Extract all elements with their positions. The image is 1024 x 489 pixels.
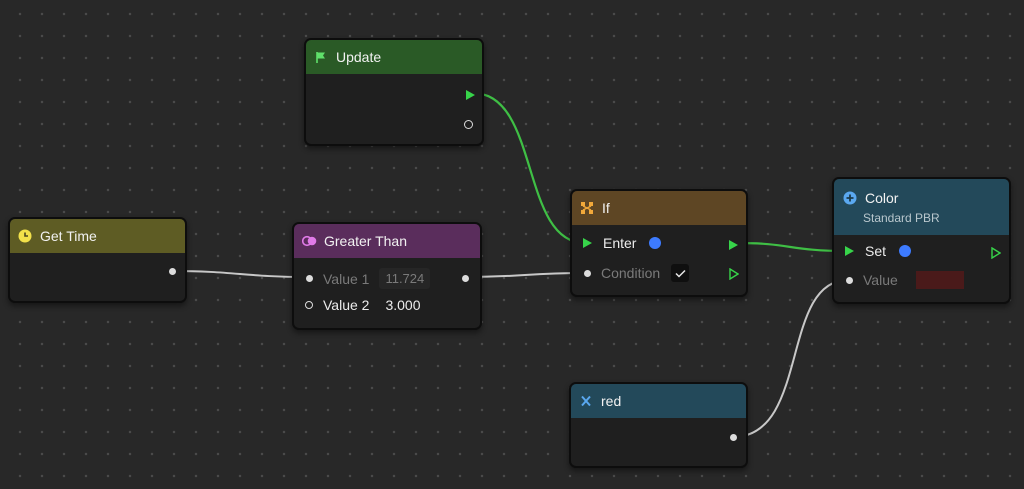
- flow-wire-if-to-color[interactable]: [737, 241, 848, 253]
- checkmark-icon: [675, 269, 686, 278]
- greater-than-value2-port[interactable]: [305, 301, 313, 309]
- update-node[interactable]: Update: [304, 38, 484, 146]
- variable-red-node[interactable]: red: [569, 382, 748, 468]
- if-condition-row: Condition: [584, 264, 690, 282]
- if-enter-indicator: [649, 237, 662, 249]
- if-condition-checkbox[interactable]: [671, 264, 690, 282]
- if-flow-out-port[interactable]: [729, 240, 738, 250]
- variable-red-node-title: red: [601, 393, 622, 409]
- greater-than-out-port[interactable]: [462, 275, 469, 282]
- greater-than-value1-port[interactable]: [306, 275, 313, 282]
- color-value-port[interactable]: [846, 276, 853, 284]
- if-enter-label: Enter: [603, 235, 637, 251]
- greater-than-value2-field[interactable]: 3.000: [385, 297, 421, 313]
- color-node-subtitle: Standard PBR: [863, 210, 940, 225]
- update-flow-out-port[interactable]: [466, 90, 475, 100]
- if-condition-label: Condition: [601, 265, 661, 281]
- greater-than-value2-row: Value 2 3.000: [305, 297, 421, 313]
- color-set-row: Set: [845, 243, 912, 259]
- data-wire-time-to-greater[interactable]: [171, 270, 309, 278]
- variable-red-out-port[interactable]: [730, 434, 737, 441]
- if-enter-row: Enter: [583, 235, 662, 251]
- greater-than-node-title: Greater Than: [324, 233, 408, 249]
- color-node[interactable]: Color Standard PBR Set Value: [832, 177, 1011, 304]
- get-time-node-title: Get Time: [40, 228, 97, 244]
- compare-icon: [301, 233, 317, 249]
- color-value-swatch[interactable]: [915, 271, 964, 289]
- flag-icon: [313, 49, 329, 65]
- update-node-title: Update: [336, 49, 382, 65]
- greater-than-value1-field[interactable]: 11.724: [379, 268, 431, 289]
- color-set-label: Set: [865, 243, 887, 259]
- color-flow-out-port[interactable]: [991, 247, 1001, 259]
- greater-than-node-header[interactable]: Greater Than: [294, 224, 480, 258]
- variable-red-node-header[interactable]: red: [571, 384, 746, 418]
- if-node[interactable]: If Enter Condition: [570, 189, 748, 297]
- greater-than-value1-label: Value 1: [323, 270, 370, 287]
- greater-than-value2-label: Value 2: [323, 297, 370, 313]
- flow-wire-update-to-if[interactable]: [472, 91, 586, 245]
- x-variable-icon: [578, 393, 594, 409]
- if-condition-port[interactable]: [584, 269, 591, 277]
- if-false-flow-out-port[interactable]: [729, 268, 739, 280]
- color-set-indicator: [899, 245, 912, 257]
- update-node-header[interactable]: Update: [306, 40, 482, 74]
- clock-icon: [17, 228, 33, 244]
- get-time-node[interactable]: Get Time: [8, 217, 187, 303]
- plus-circle-icon: [842, 190, 858, 206]
- if-node-header[interactable]: If: [572, 191, 746, 225]
- get-time-out-port[interactable]: [169, 268, 176, 275]
- color-value-label: Value: [863, 272, 898, 288]
- update-data-out-port[interactable]: [464, 120, 473, 129]
- greater-than-value1-row: Value 1 11.724: [306, 268, 431, 289]
- data-wire-red-to-color[interactable]: [732, 279, 849, 438]
- branch-icon: [579, 200, 595, 216]
- get-time-node-header[interactable]: Get Time: [10, 219, 185, 253]
- if-node-title: If: [602, 200, 610, 216]
- color-value-row: Value: [846, 271, 964, 289]
- greater-than-node[interactable]: Greater Than Value 1 11.724 Value 2 3.00…: [292, 222, 482, 330]
- data-wire-greater-to-if[interactable]: [464, 272, 587, 278]
- color-set-flow-port[interactable]: [845, 246, 854, 256]
- if-enter-flow-port[interactable]: [583, 238, 592, 248]
- color-node-header[interactable]: Color Standard PBR: [834, 179, 1009, 235]
- color-node-title: Color: [865, 189, 899, 206]
